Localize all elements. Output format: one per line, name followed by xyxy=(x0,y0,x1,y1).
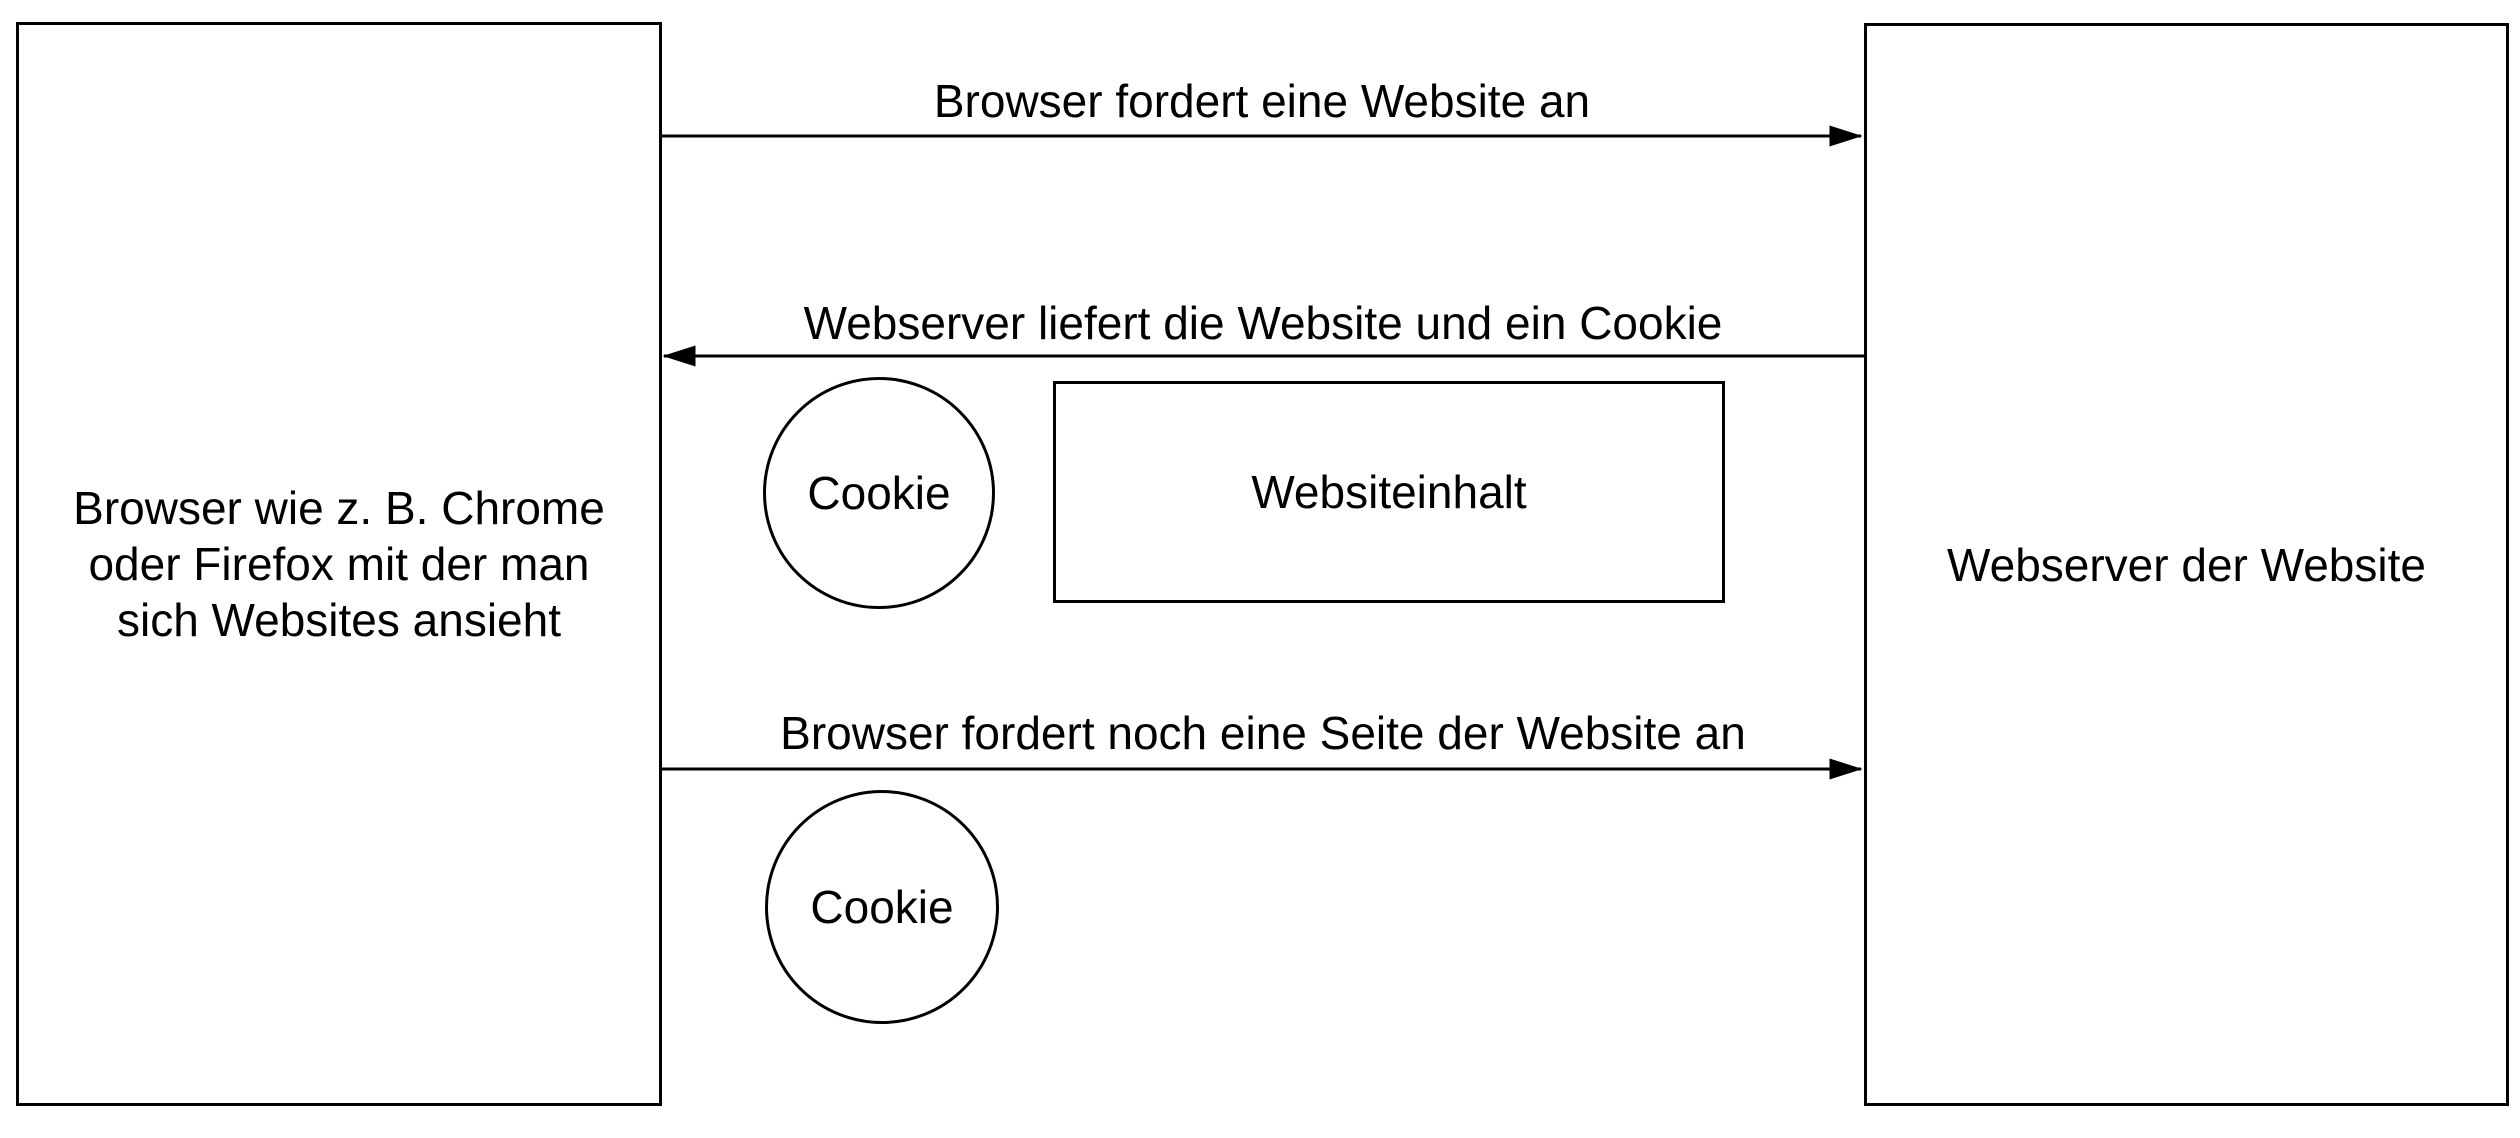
browser-box-label-line-1: Browser wie z. B. Chrome xyxy=(73,482,605,534)
request2-arrow-label: Browser fordert noch eine Seite der Webs… xyxy=(780,707,1746,759)
browser-box: Browser wie z. B. Chrome oder Firefox mi… xyxy=(16,22,662,1106)
webserver-box-label: Webserver der Website xyxy=(1947,538,2426,591)
response-arrow-label: Webserver liefert die Website und ein Co… xyxy=(803,297,1723,349)
website-content-label: Websiteinhalt xyxy=(1251,466,1527,518)
website-content-box: Websiteinhalt xyxy=(1053,381,1725,603)
cookie-circle-response-label: Cookie xyxy=(807,467,951,519)
browser-box-label: Browser wie z. B. Chrome oder Firefox mi… xyxy=(73,480,605,648)
browser-box-label-line-3: sich Websites ansieht xyxy=(116,594,561,646)
cookie-circle-request-label: Cookie xyxy=(810,881,954,933)
request1-arrow-label: Browser fordert eine Website an xyxy=(933,75,1591,127)
cookie-circle-response: Cookie xyxy=(763,377,995,609)
cookie-circle-request: Cookie xyxy=(765,790,999,1024)
webserver-box: Webserver der Website xyxy=(1864,23,2509,1106)
browser-box-label-line-2: oder Firefox mit der man xyxy=(88,538,590,590)
